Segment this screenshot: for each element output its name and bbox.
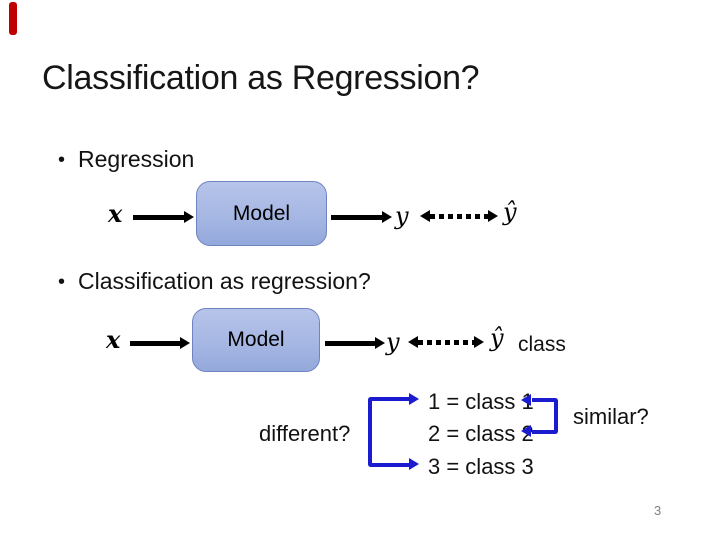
model-label: Model — [232, 201, 291, 225]
model-box-regression: Model — [196, 181, 327, 246]
bracket-arrowhead-icon — [521, 425, 531, 437]
similar-label: similar? — [573, 404, 649, 429]
page-title: Classification as Regression? — [42, 59, 480, 97]
arrow-x-to-model-icon — [133, 211, 194, 224]
arrow-head — [180, 337, 190, 349]
bullet-regression: • Regression — [58, 146, 194, 173]
arrow-model-to-y-icon — [325, 337, 385, 350]
dotted-shaft — [418, 340, 474, 345]
class-map-row-1: 1 = class 1 — [428, 389, 534, 414]
accent-bar — [9, 2, 17, 35]
different-label: different? — [259, 421, 351, 446]
math-x-classification: x — [106, 325, 121, 354]
model-label: Model — [227, 328, 285, 351]
bracket-arrowhead-icon — [409, 458, 419, 470]
arrow-shaft — [133, 215, 185, 220]
arrow-head-right — [474, 336, 484, 348]
math-yhat-classification: ŷ — [490, 324, 504, 352]
different-bracket-icon — [368, 397, 412, 467]
class-map-row-3: 3 = class 3 — [428, 454, 534, 479]
math-y-classification: y — [386, 328, 400, 356]
arrow-head-left — [420, 210, 430, 222]
dotted-compare-arrow-icon — [420, 210, 498, 223]
arrow-model-to-y-icon — [331, 211, 392, 224]
page-number: 3 — [654, 503, 662, 518]
bracket-arrowhead-icon — [409, 393, 419, 405]
dotted-compare-arrow-icon — [408, 336, 484, 349]
math-yhat-regression: ŷ — [503, 198, 517, 226]
math-x-regression: x — [108, 199, 123, 228]
arrow-head-right — [488, 210, 498, 222]
arrow-head — [375, 337, 385, 349]
class-map-row-2: 2 = class 2 — [428, 421, 534, 446]
bracket-arrowhead-icon — [521, 394, 531, 406]
arrow-head — [184, 211, 194, 223]
arrow-head — [382, 211, 392, 223]
bullet-classification: • Classification as regression? — [58, 268, 371, 295]
bullet-icon: • — [58, 149, 66, 171]
arrow-x-to-model-icon — [130, 337, 190, 350]
arrow-head-left — [408, 336, 418, 348]
bullet-label: Regression — [78, 146, 195, 172]
bullet-label: Classification as regression? — [78, 268, 371, 294]
class-label: class — [518, 333, 566, 356]
arrow-shaft — [130, 341, 181, 346]
model-box-classification: Model — [192, 308, 320, 372]
math-y-regression: y — [395, 202, 409, 230]
bullet-icon: • — [58, 271, 66, 293]
dotted-shaft — [430, 214, 488, 219]
arrow-shaft — [325, 341, 376, 346]
similar-bracket-icon — [532, 398, 558, 434]
arrow-shaft — [331, 215, 383, 220]
